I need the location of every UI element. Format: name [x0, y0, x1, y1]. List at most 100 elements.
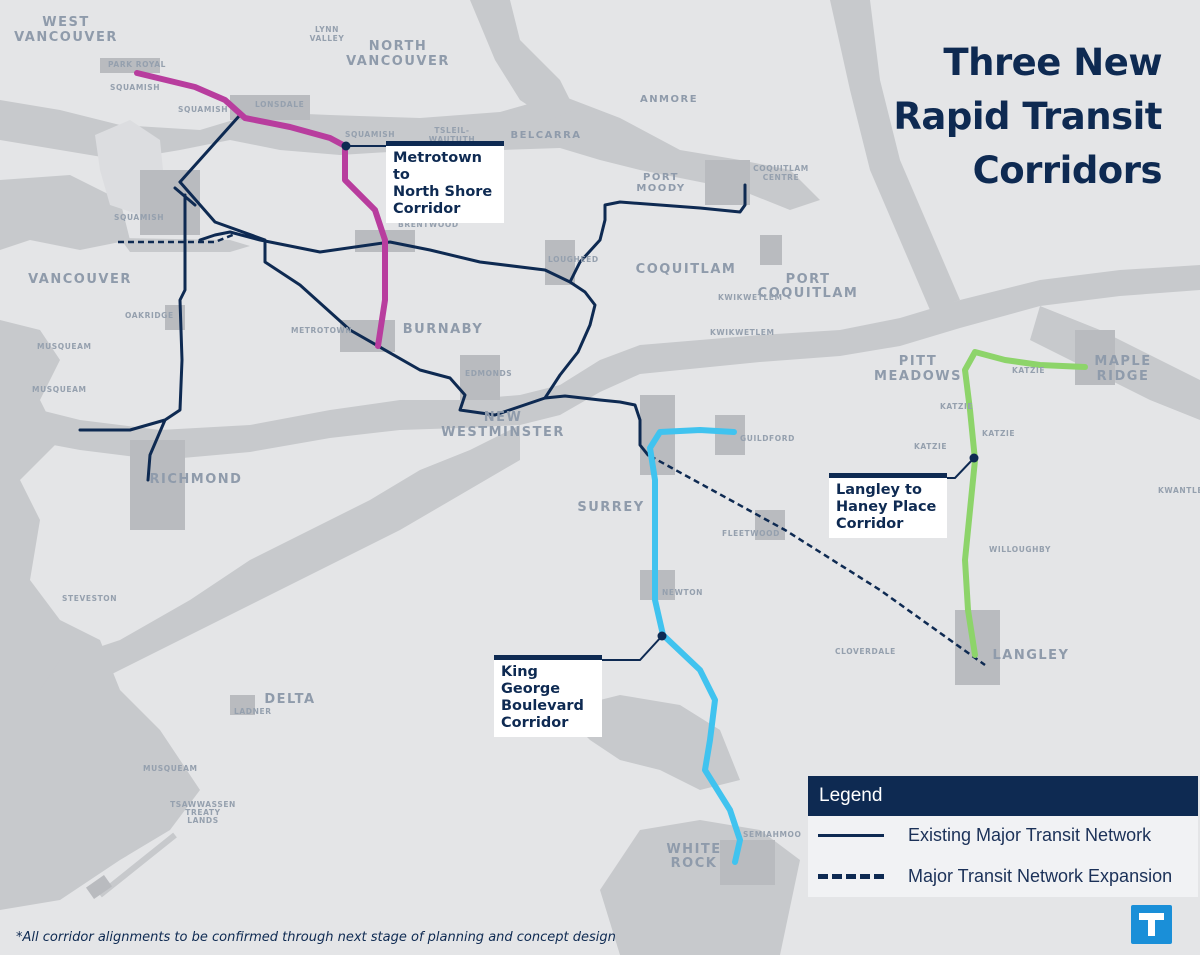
urban-maple-ridge [1075, 330, 1115, 385]
urban-richmond [130, 440, 185, 530]
urban-ladner [230, 695, 255, 715]
place-labels: PARK ROYAL LONSDALE SQUAMISH SQUAMISH SQ… [32, 60, 1200, 839]
translink-t-icon [1131, 905, 1172, 944]
label-squamish-2: SQUAMISH [178, 105, 228, 114]
label-kwantlen: KWANTLEN [1158, 486, 1200, 495]
title-line-2: Rapid Transit [893, 95, 1162, 138]
label-ladner: LADNER [234, 707, 272, 716]
label-richmond: RICHMOND [150, 472, 243, 487]
expansion-surrey-langley [649, 454, 986, 667]
callout-langley-haney-corridor: Langley to Haney Place Corridor [829, 473, 947, 538]
label-willoughby: WILLOUGHBY [989, 545, 1051, 554]
network-expansion [118, 232, 986, 667]
urban-new-west [460, 355, 500, 400]
label-katzie-1: KATZIE [1012, 366, 1045, 375]
label-steveston: STEVESTON [62, 594, 117, 603]
label-kwikwetlem-1: KWIKWETLEM [718, 293, 783, 302]
existing-expo-line [178, 180, 597, 417]
pitt-river [830, 0, 960, 310]
label-vancouver: VANCOUVER [28, 272, 132, 287]
legend-label-existing: Existing Major Transit Network [908, 824, 1152, 845]
strait-of-georgia [0, 320, 200, 910]
label-surrey: SURREY [577, 500, 644, 515]
north-shore-corridor [134, 70, 388, 349]
legend: Legend Existing Major Transit Network Ma… [808, 776, 1198, 897]
label-kwikwetlem-2: KWIKWETLEM [710, 328, 775, 337]
label-coquitlam: COQUITLAM [636, 262, 737, 277]
label-cloverdale: CLOVERDALE [835, 647, 896, 656]
label-katzie-4: KATZIE [982, 429, 1015, 438]
existing-canada-line [78, 193, 187, 482]
burrard-inlet [0, 95, 820, 210]
logo-bar [1139, 913, 1164, 920]
urban-coquitlam-centre [705, 160, 750, 205]
label-delta: DELTA [264, 692, 315, 707]
legend-title: Legend [808, 776, 1198, 816]
existing-expo-surrey [543, 394, 650, 457]
legend-label-expansion: Major Transit Network Expansion [908, 865, 1173, 886]
title-line-3: Corridors [972, 149, 1163, 192]
label-brentwood: BRENTWOOD [398, 220, 459, 229]
label-newton: NEWTON [662, 588, 703, 597]
urban-park-royal [100, 58, 160, 73]
tsawwassen-terminal [85, 874, 113, 900]
indian-arm [470, 0, 575, 120]
logo-stem [1148, 919, 1155, 936]
existing-millennium-line [568, 183, 747, 284]
label-katzie-3: KATZIE [914, 442, 947, 451]
king-george-corridor [647, 427, 743, 865]
existing-seabus [173, 113, 242, 207]
legend-row-existing: Existing Major Transit Network [808, 819, 1198, 851]
callout-north-shore-corridor: Metrotown to North Shore Corridor [386, 141, 504, 223]
urban-metrotown [340, 320, 395, 352]
label-squamish-3: SQUAMISH [345, 130, 395, 139]
label-musqueam-2: MUSQUEAM [32, 385, 87, 394]
legend-row-expansion: Major Transit Network Expansion [808, 860, 1198, 892]
label-burnaby: BURNABY [403, 322, 484, 337]
label-langley: LANGLEY [993, 648, 1070, 663]
label-lougheed: LOUGHEED [548, 255, 599, 264]
expansion-broadway [118, 232, 236, 244]
urban-langley [955, 610, 1000, 685]
urban-port-coquitlam [760, 235, 782, 265]
english-bay [0, 175, 130, 250]
label-guildford: GUILDFORD [740, 434, 795, 443]
label-metrotown: METROTOWN [291, 326, 352, 335]
title-line-1: Three New [943, 41, 1162, 84]
urban-white-rock [720, 840, 775, 885]
fraser-river-north-arm [0, 265, 1200, 460]
dot-north-shore [341, 141, 351, 151]
tsawwassen-causeway [98, 832, 177, 898]
dot-langley-haney [969, 453, 979, 463]
label-musqueam-3: MUSQUEAM [143, 764, 198, 773]
map-title: Three New Rapid Transit Corridors [893, 36, 1162, 198]
legend-swatch-dashed [818, 873, 884, 879]
label-edmonds: EDMONDS [465, 369, 512, 378]
legend-swatch-solid [818, 833, 884, 837]
existing-transit-network [78, 113, 747, 482]
label-musqueam-1: MUSQUEAM [37, 342, 92, 351]
label-tsleil-waututh: TSLEIL-WAUTUTH [429, 126, 475, 144]
label-katzie-2: KATZIE [940, 402, 973, 411]
label-squamish-4: SQUAMISH [114, 213, 164, 222]
label-lonsdale: LONSDALE [255, 100, 304, 109]
footnote: *All corridor alignments to be confirmed… [16, 930, 616, 945]
langley-haney-corridor [962, 349, 1088, 658]
urban-guildford [715, 415, 745, 455]
fraser-river-main-arm [40, 425, 520, 690]
dot-king-george [657, 631, 667, 641]
boundary-bay [560, 695, 740, 790]
label-squamish-1: SQUAMISH [110, 83, 160, 92]
